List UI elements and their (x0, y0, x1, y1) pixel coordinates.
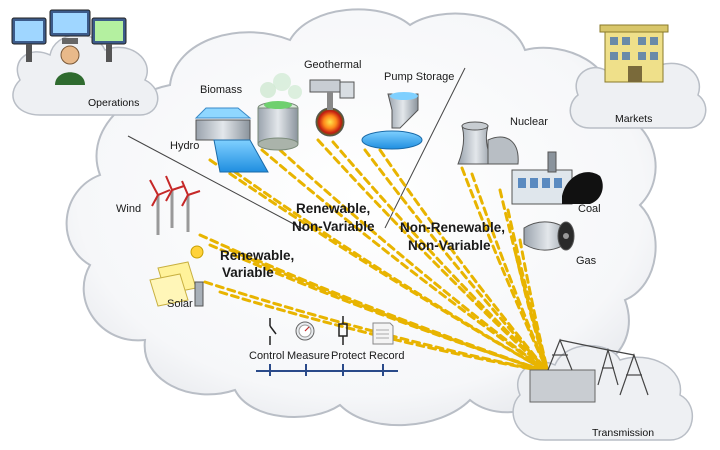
geothermal-icon (309, 79, 355, 137)
protect-label: Protect (331, 350, 366, 362)
grid-functions-bar (256, 364, 398, 376)
flow-line-pump-storage (378, 148, 550, 374)
flow-line-geothermal (331, 140, 550, 374)
switch-icon (269, 318, 277, 345)
gas-turbine-icon (523, 221, 575, 251)
operations-workstation-icon (11, 9, 127, 85)
renewable-variable-line2: Variable (222, 265, 274, 280)
operations-label: Operations (88, 97, 139, 109)
nonrenewable-nonvariable-line1: Non-Renewable, (400, 220, 505, 235)
nuclear-plant-icon (457, 121, 519, 165)
flow-line-nuclear (470, 172, 550, 374)
flow-line-geothermal (316, 138, 550, 374)
breaker-icon (338, 316, 348, 345)
gas-label: Gas (576, 255, 597, 267)
renewable-nonvariable-line1: Renewable, (296, 201, 370, 216)
flow-line-gas (514, 253, 550, 374)
markets-cloud (569, 52, 707, 129)
nuclear-label: Nuclear (510, 116, 548, 128)
wind-turbines-icon (149, 175, 201, 235)
solar-panel-icon (149, 245, 204, 307)
biomass-label: Biomass (200, 84, 243, 96)
solar-label: Solar (167, 298, 193, 310)
divider-line-right (384, 67, 466, 229)
biomass-tank-icon (257, 73, 302, 151)
flow-line-wind (228, 248, 550, 374)
renewable-variable-line1: Renewable, (220, 248, 294, 263)
hydro-dam-icon (194, 107, 269, 173)
wind-label: Wind (116, 203, 141, 215)
nonrenewable-nonvariable-line2: Non-Variable (408, 238, 491, 253)
measure-label: Measure (287, 350, 330, 362)
flow-line-biomass (278, 148, 550, 374)
gauge-icon (295, 321, 315, 341)
transmission-cloud (512, 344, 694, 441)
markets-building-icon (599, 24, 669, 83)
record-document-icon (372, 322, 394, 345)
markets-label: Markets (615, 113, 652, 125)
renewable-nonvariable-line2: Non-Variable (292, 219, 375, 234)
operations-cloud (12, 34, 159, 116)
substation-icon (529, 338, 649, 403)
coal-plant-icon (511, 151, 603, 205)
hydro-label: Hydro (170, 140, 199, 152)
pump-storage-icon (361, 92, 423, 150)
divider-line-left (127, 135, 306, 231)
control-label: Control (249, 350, 284, 362)
transmission-label: Transmission (592, 427, 654, 439)
record-label: Record (369, 350, 404, 362)
pump-storage-label: Pump Storage (384, 71, 454, 83)
coal-label: Coal (578, 203, 601, 215)
flow-line-hydro (223, 163, 550, 374)
geothermal-label: Geothermal (304, 59, 361, 71)
